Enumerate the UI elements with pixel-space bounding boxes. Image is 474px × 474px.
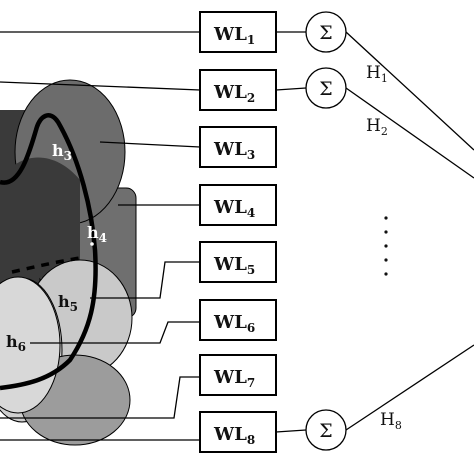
label-H8: H8 (380, 410, 402, 432)
label-h4: h4 (87, 223, 107, 245)
wl-box-7: WL7 (199, 354, 277, 396)
svg-text:WL6: WL6 (213, 312, 255, 335)
label-h5: h5 (58, 292, 78, 314)
sum-symbol-8: Σ (319, 420, 332, 442)
sum-connectors (275, 31, 307, 433)
vertical-ellipsis: ⋮ (384, 216, 388, 276)
wl-box-1: WL1 (199, 11, 277, 53)
wl-box-4: WL4 (199, 184, 277, 226)
svg-text:WL7: WL7 (213, 367, 255, 390)
label-H1: H1 (366, 63, 388, 85)
svg-text:WL5: WL5 (213, 254, 255, 277)
decision-boundary (0, 113, 98, 391)
label-h6: h6 (6, 332, 26, 354)
svg-text:WL2: WL2 (213, 82, 255, 105)
svg-text:WL4: WL4 (213, 197, 255, 220)
region-connectors (0, 31, 201, 441)
sum-symbol-1: Σ (319, 22, 332, 44)
sum-node-2: Σ (305, 67, 347, 109)
wl-box-2: WL2 (199, 69, 277, 111)
wl-box-5: WL5 (199, 241, 277, 283)
sum-symbol-2: Σ (319, 78, 332, 100)
label-H2: H2 (366, 116, 388, 138)
svg-text:WL3: WL3 (213, 139, 255, 162)
wl-box-8: WL8 (199, 411, 277, 453)
wl-box-3: WL3 (199, 126, 277, 168)
svg-text:WL1: WL1 (213, 24, 255, 47)
sum-node-1: Σ (305, 11, 347, 53)
dashed-boundary (11, 256, 81, 274)
region-dark-overlap (0, 157, 80, 279)
output-lines (345, 31, 474, 431)
weak-learner-column: WL1 WL2 WL3 WL4 WL5 WL6 WL7 WL8 (199, 11, 277, 453)
feature-space (0, 79, 137, 446)
svg-text:WL8: WL8 (213, 424, 255, 447)
wl-box-6: WL6 (199, 299, 277, 341)
h4-dot (90, 242, 94, 246)
sum-node-8: Σ (305, 409, 347, 451)
label-h3: h3 (52, 141, 72, 163)
